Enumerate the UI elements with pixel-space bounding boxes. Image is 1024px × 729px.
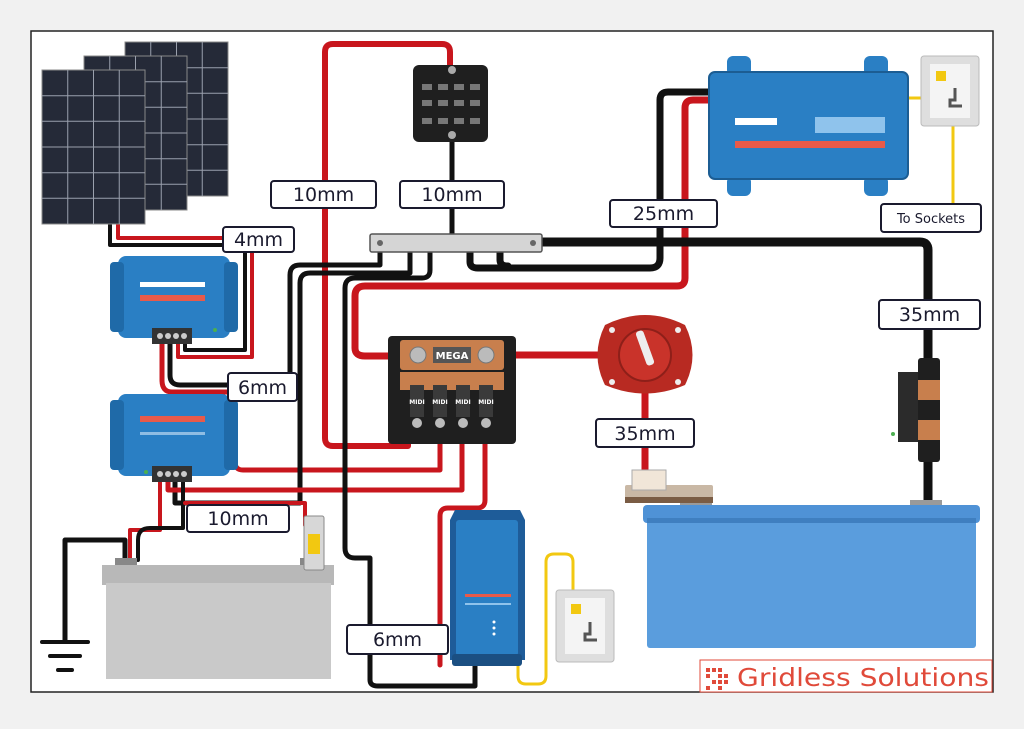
mega-fuse-label: MEGA <box>436 351 469 362</box>
svg-text:35mm: 35mm <box>614 423 675 445</box>
controller2-battery-negative <box>136 476 185 562</box>
mppt-controller-2 <box>110 394 238 482</box>
svg-text:6mm: 6mm <box>373 629 422 651</box>
solar-panels <box>41 41 229 225</box>
lithium-battery <box>643 500 980 648</box>
blade-fuse-box <box>413 65 488 142</box>
solar-positive-wire <box>116 223 254 359</box>
label-to-sockets: To Sockets <box>880 203 982 233</box>
label-4mm: 4mm <box>222 226 295 253</box>
midi-fuses: MIDI MIDI MIDI MIDI <box>409 385 494 428</box>
svg-text:10mm: 10mm <box>207 508 268 530</box>
lead-acid-fuse <box>303 515 325 571</box>
svg-text:25mm: 25mm <box>633 203 694 225</box>
charger-ac-wire <box>516 552 575 686</box>
label-10mm-fusebox: 10mm <box>399 180 505 209</box>
ground-wire <box>62 537 128 643</box>
socket-bottom <box>555 589 615 663</box>
inverter-positive-wire <box>351 96 714 360</box>
svg-text:10mm: 10mm <box>421 184 482 206</box>
controller2-negative-wire <box>172 245 413 506</box>
lead-acid-battery <box>102 558 334 679</box>
inverter <box>708 56 909 196</box>
charger-positive-wire <box>437 425 488 668</box>
midi-fuse-label-1: MIDI <box>409 399 424 406</box>
label-10mm-positive: 10mm <box>270 180 377 209</box>
solar-negative-wire <box>108 223 247 352</box>
wire-labels: 4mm 10mm 10mm 25mm To Sockets 35mm 6mm <box>186 180 982 655</box>
ground-icon <box>40 640 90 672</box>
mega-midi-fuse-holder: MEGA MIDI MIDI MIDI MIDI <box>388 336 516 444</box>
brand-logo: Gridless Solutions <box>699 659 993 693</box>
svg-text:6mm: 6mm <box>238 377 287 399</box>
battery-shunt <box>891 358 940 462</box>
inverter-negative-wire <box>466 88 714 272</box>
controller1-negative-wire <box>167 245 383 388</box>
label-35mm-battery: 35mm <box>878 299 981 330</box>
midi-fuse-label-4: MIDI <box>478 399 493 406</box>
svg-text:10mm: 10mm <box>293 184 354 206</box>
busbar-branch <box>496 244 512 270</box>
midi-fuse-label-2: MIDI <box>432 399 447 406</box>
brand-name: Gridless Solutions <box>737 663 989 692</box>
midi-fuse-label-3: MIDI <box>455 399 470 406</box>
svg-text:To Sockets: To Sockets <box>896 212 965 227</box>
label-6mm-controllers: 6mm <box>227 372 298 402</box>
mppt-controller-1 <box>110 256 238 344</box>
brand-logo-icon <box>706 668 728 690</box>
busbar-shunt-wire <box>535 237 933 385</box>
lithium-battery-fuse <box>625 469 713 503</box>
label-6mm-charger: 6mm <box>346 624 449 655</box>
fusebox-positive-wire <box>322 41 453 449</box>
label-35mm-isolator: 35mm <box>595 418 695 448</box>
battery-isolator-switch <box>597 315 693 394</box>
socket-top <box>920 55 980 127</box>
negative-busbar <box>369 233 543 253</box>
label-25mm: 25mm <box>609 199 718 228</box>
controller2-positive-wire <box>165 425 465 493</box>
label-10mm-controller: 10mm <box>186 504 290 533</box>
charger-negative-wire <box>342 245 478 689</box>
battery-charger <box>450 510 525 666</box>
solar-panel-1 <box>41 69 146 225</box>
svg-text:4mm: 4mm <box>234 229 283 251</box>
svg-text:35mm: 35mm <box>899 304 960 326</box>
